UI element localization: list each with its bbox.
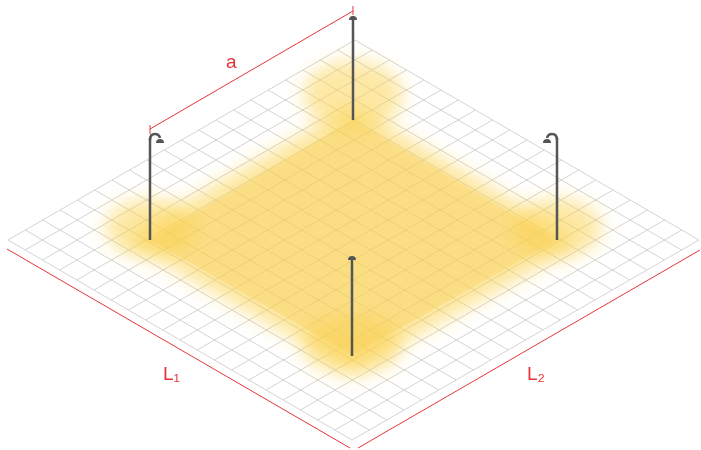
lamp-heads [156,16,551,260]
dimension-label: L₁ [163,364,180,383]
dimension-label: a [226,52,237,71]
dimension-lines [7,6,700,448]
dimension-label: L₂ [527,364,545,383]
lit-area [150,120,557,355]
lamp-posts [150,16,557,356]
